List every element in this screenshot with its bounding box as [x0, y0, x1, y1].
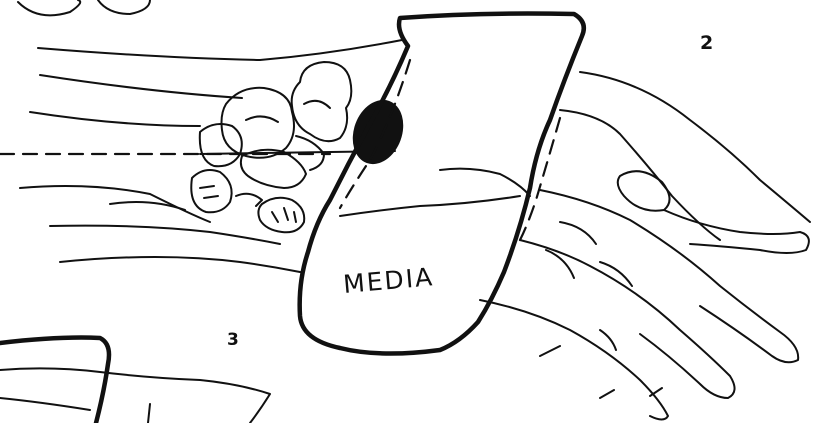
splint-dashed-edge-left: [338, 58, 412, 210]
upper-figure-remnant: [17, 0, 151, 17]
carpal-bones: [190, 61, 353, 234]
hand-outline: [339, 71, 811, 421]
splint-label: MEDIA: [342, 262, 435, 299]
figure-number-3: 3: [227, 330, 239, 350]
lower-figure-remnant: [0, 335, 271, 423]
splint-dashed-edge-right: [518, 116, 562, 242]
forearm-outline: [19, 39, 403, 273]
figure-number-2: 2: [700, 32, 713, 54]
splint-outline: [297, 11, 586, 356]
